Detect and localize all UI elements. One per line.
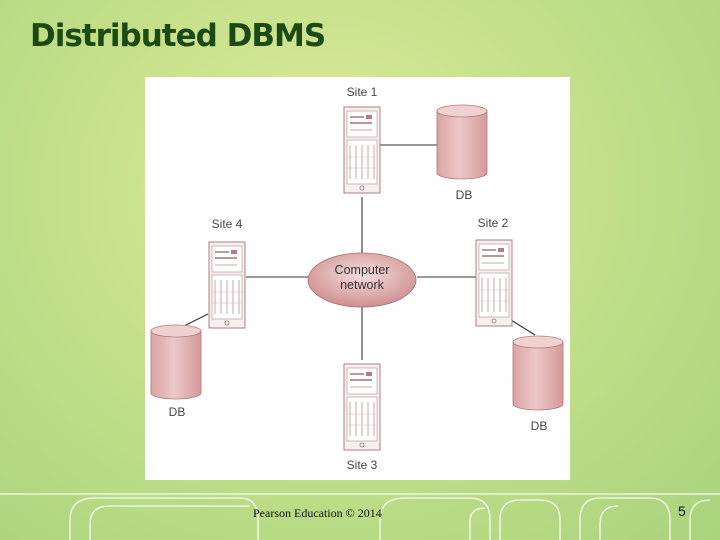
site-2: Site 2 DB xyxy=(475,216,564,433)
distributed-dbms-diagram: Computer network Site 1 DB Site 2 DB Sit… xyxy=(145,77,570,480)
slide-title: Distributed DBMS xyxy=(30,18,326,54)
site-2-db-label: DB xyxy=(531,419,548,433)
page-number: 5 xyxy=(678,503,686,519)
site-3: Site 3 xyxy=(343,363,381,472)
computer-network: Computer network xyxy=(307,252,417,308)
site-1-db-label: DB xyxy=(456,188,473,202)
site-3-label: Site 3 xyxy=(347,458,378,472)
site-4: Site 4 DB xyxy=(150,217,246,419)
site-4-database-icon xyxy=(150,324,202,400)
site-4-label: Site 4 xyxy=(212,217,243,231)
site-1-server-icon xyxy=(343,106,381,194)
site-4-db-label: DB xyxy=(169,405,186,419)
footer-decoration xyxy=(0,493,720,540)
site-2-server-icon xyxy=(475,239,513,327)
network-label-line1: Computer xyxy=(335,263,390,277)
connector-lines xyxy=(179,144,536,360)
site-1-database-icon xyxy=(436,104,488,180)
network-label-line2: network xyxy=(340,278,385,292)
diagram-canvas: Computer network Site 1 DB Site 2 DB Sit… xyxy=(150,85,564,472)
site-3-server-icon xyxy=(343,363,381,451)
site-2-database-icon xyxy=(512,335,564,411)
footer-copyright: Pearson Education © 2014 xyxy=(253,506,382,520)
site-1-label: Site 1 xyxy=(347,85,378,99)
site-1: Site 1 DB xyxy=(343,85,488,202)
site-4-server-icon xyxy=(208,241,246,329)
site-2-label: Site 2 xyxy=(478,216,509,230)
